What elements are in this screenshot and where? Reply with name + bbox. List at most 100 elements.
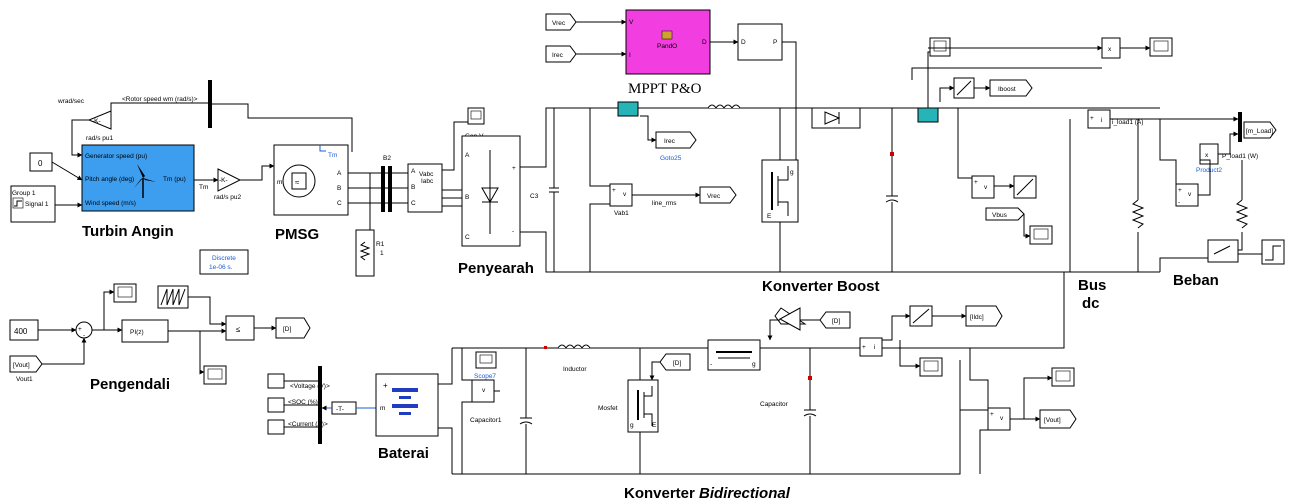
irec-from-label: Irec — [552, 52, 564, 59]
scope-current[interactable] — [267, 419, 285, 435]
scope-vbus[interactable] — [1029, 225, 1053, 245]
not-gate-block[interactable] — [778, 307, 801, 331]
scope-ildc[interactable] — [919, 357, 943, 377]
boost-inductor[interactable] — [707, 104, 741, 109]
ildc-goto-label: [Ildc] — [970, 314, 984, 321]
current-sensor-irec[interactable] — [617, 101, 639, 117]
pi-controller-block[interactable] — [121, 319, 169, 343]
vout-from-block[interactable] — [9, 355, 43, 373]
gen-scope[interactable]: Gen V — [465, 107, 485, 140]
pmsg-block[interactable] — [273, 144, 349, 216]
powergui-block[interactable]: Discrete 1e-06 s. — [199, 249, 249, 275]
irec-goto-label: Irec — [664, 138, 676, 145]
b2-label: B2 — [383, 155, 391, 162]
relational-operator-block[interactable] — [225, 315, 255, 341]
boost-diode[interactable] — [811, 107, 861, 129]
voltage-sensor-vbus[interactable] — [971, 175, 995, 199]
vbus-plus: + — [974, 179, 978, 186]
vbus-sensor: + v Vbus — [957, 108, 1053, 245]
constant-400-label: 400 — [14, 327, 28, 336]
d-from-block-2[interactable] — [819, 311, 851, 329]
turbin-angin-title: Turbin Angin — [82, 223, 174, 240]
m-load-goto-block[interactable] — [1243, 121, 1277, 139]
gain-speed-label: -K- — [92, 118, 101, 125]
d-from-block-1[interactable] — [659, 353, 691, 371]
turbine-section: 0 Group 1 Signal 1 Generator speed (pu) … — [10, 80, 241, 240]
b2-bus-bar[interactable] — [381, 166, 385, 212]
signal-builder-block[interactable] — [10, 185, 56, 223]
current-sensor-bidir[interactable] — [859, 337, 883, 357]
bidir-low-g: g — [630, 422, 634, 429]
pwm-p-port: P — [773, 39, 777, 46]
rectifier-block[interactable] — [461, 135, 521, 247]
bidir-mosfet-high[interactable] — [707, 339, 761, 371]
product-load-power[interactable] — [1199, 143, 1219, 165]
scope-vout[interactable] — [1051, 367, 1075, 387]
capacitor-c3[interactable] — [549, 108, 559, 272]
matlab-icon — [661, 30, 673, 40]
boost-mosfet[interactable] — [761, 159, 799, 223]
vbus-goto-label: Vbus — [992, 212, 1008, 219]
line-rms-label: line_rms — [652, 200, 677, 207]
vab1-plus: + — [612, 187, 616, 194]
wind-turbine-block[interactable] — [81, 144, 195, 212]
gain-speed-name: rad/s pu1 — [86, 135, 113, 142]
vout-goto-block[interactable] — [1039, 409, 1077, 429]
scope-voltage[interactable] — [267, 373, 285, 389]
irec-goto-block[interactable] — [655, 131, 697, 149]
irec-from-block[interactable] — [545, 45, 577, 63]
pengendali-title: Pengendali — [90, 376, 170, 393]
boost-capacitor[interactable] — [885, 108, 899, 272]
load-section: + i i_load1 (A) [m_Load] x P_load1 (W) P… — [1087, 109, 1285, 289]
bidir-i-plus: + — [862, 344, 866, 351]
d-goto-block[interactable] — [275, 317, 311, 339]
baterai-title: Baterai — [378, 445, 429, 462]
bus-selector-rotor[interactable] — [208, 80, 212, 128]
relational-operator-label: ≤ — [236, 325, 241, 334]
vrec-from-block[interactable] — [545, 13, 577, 31]
svg-text:-: - — [83, 332, 85, 339]
gain-tm-name: rad/s pu2 — [214, 194, 241, 201]
load-resistor-1[interactable] — [1131, 199, 1145, 229]
vbus-goto-block[interactable] — [985, 207, 1025, 221]
load-resistor-2[interactable] — [1235, 199, 1249, 229]
mux-load[interactable] — [1238, 112, 1242, 142]
t-from-block[interactable] — [331, 401, 357, 415]
gain-tm-label: -K- — [219, 177, 228, 184]
bidir-mosfet-low[interactable] — [627, 379, 659, 433]
vab1-v: v — [623, 191, 627, 198]
pi-label: PI(z) — [130, 329, 144, 336]
vout-v: v — [1000, 415, 1004, 422]
ildc-goto-block[interactable] — [965, 305, 1003, 327]
wind-speed-port: Wind speed (m/s) — [85, 200, 136, 207]
capacitor1-label: Capacitor1 — [470, 417, 502, 424]
scope-soc[interactable] — [267, 397, 285, 413]
scope-pi[interactable] — [203, 365, 227, 385]
pwm-block[interactable] — [737, 23, 783, 61]
wrad-label: wrad/sec — [57, 98, 85, 105]
irec-sensor: Irec Goto25 — [617, 101, 697, 162]
iboost-goto-block[interactable] — [989, 79, 1033, 97]
scope-error[interactable] — [113, 283, 137, 303]
scope7-block[interactable] — [475, 351, 497, 369]
pmsg-m-port: m — [277, 179, 282, 186]
scope-power-boost[interactable] — [1149, 37, 1173, 57]
rect-c: C — [465, 234, 470, 241]
vrec-goto-label: Vrec — [707, 193, 721, 200]
vbus-v: v — [984, 184, 988, 191]
capacitor-bidir[interactable] — [803, 348, 817, 474]
boost-section: g E Konverter Boost — [707, 104, 939, 295]
vi-measurement-block[interactable] — [407, 163, 443, 213]
current-sensor-boost[interactable] — [917, 107, 939, 123]
breaker-load[interactable] — [1207, 239, 1239, 263]
mppt-pando-block[interactable] — [625, 9, 711, 75]
load-plus: + — [1090, 115, 1094, 122]
scope-boost-1[interactable] — [929, 37, 951, 57]
mosfet-label: Mosfet — [598, 405, 618, 412]
vout-goto-label: [Vout] — [1044, 417, 1061, 424]
capacitor1[interactable] — [519, 348, 533, 474]
bidir-inductor[interactable] — [557, 344, 591, 349]
vb-v: v — [482, 387, 486, 394]
vrec-goto-block[interactable] — [699, 186, 737, 204]
bus-selector-battery[interactable] — [318, 366, 322, 444]
